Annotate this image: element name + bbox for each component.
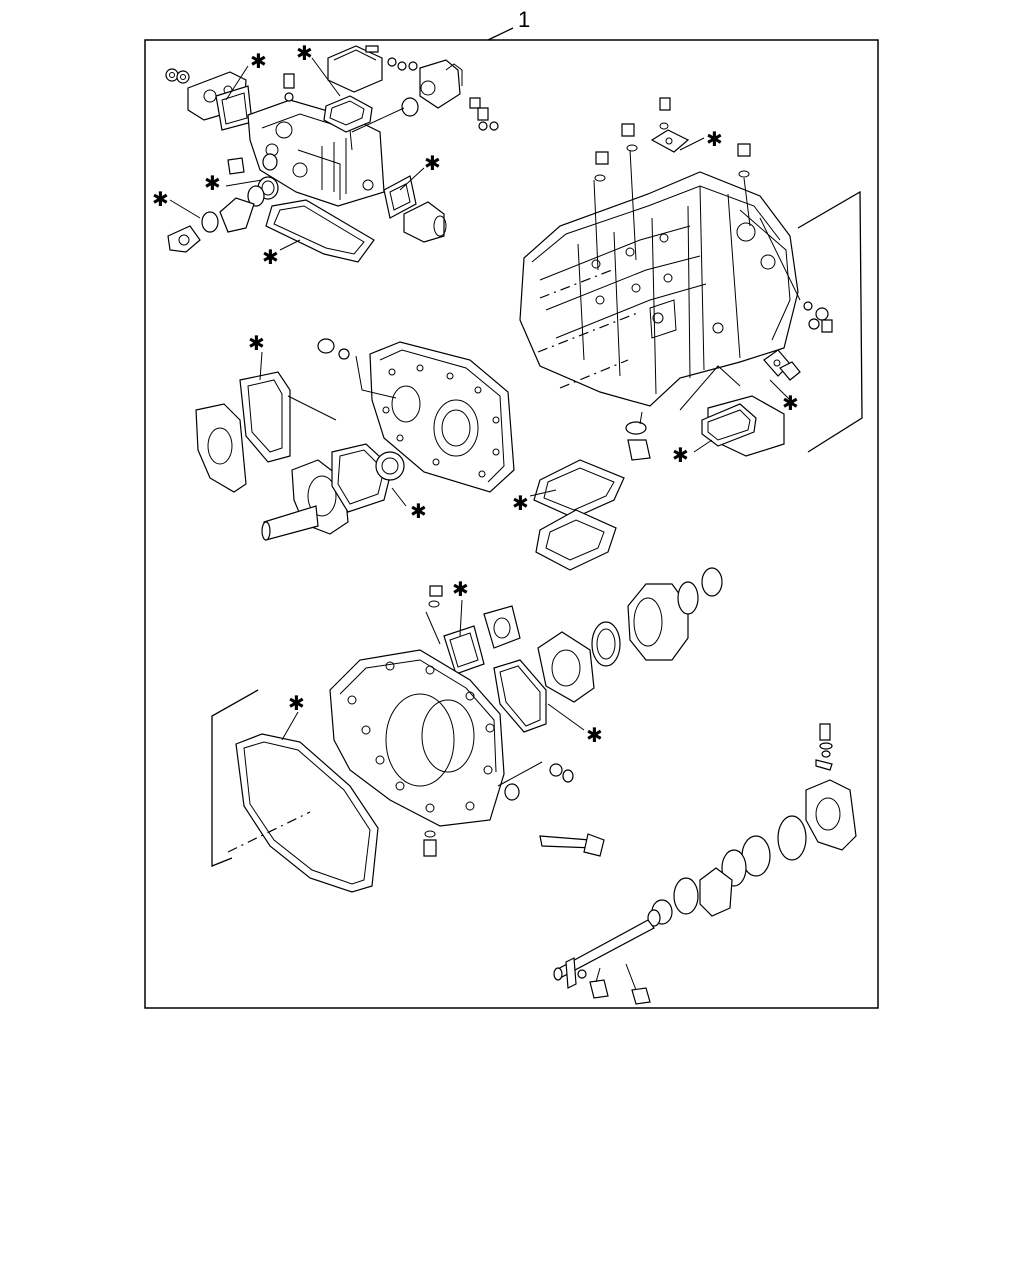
intermediate-plate-group (195, 338, 515, 541)
kit-marker: ✱ (204, 171, 221, 195)
center-line (537, 311, 641, 353)
kit-markers-top-right: ✱ ✱ ✱ (672, 127, 799, 467)
kit-marker: ✱ (586, 723, 603, 747)
diagram-frame (144, 39, 879, 1009)
kit-marker: ✱ (782, 391, 799, 415)
main-housing-group (519, 97, 863, 461)
shift-housing-group (165, 45, 499, 263)
kit-markers-lower: ✱ ✱ ✱ (288, 577, 603, 747)
callout-number: 1 (518, 7, 530, 32)
shift-cylinder-group (553, 723, 857, 1005)
kit-marker: ✱ (512, 491, 529, 515)
kit-markers-middle: ✱ ✱ (248, 331, 427, 523)
center-line (539, 269, 613, 299)
kit-marker: ✱ (296, 41, 313, 65)
kit-markers-top-left: ✱ ✱ ✱ ✱ ✱ ✱ (152, 41, 441, 269)
callout-leader (487, 27, 514, 41)
cover-gasket-group (529, 459, 625, 571)
kit-marker: ✱ (452, 577, 469, 601)
kit-marker: ✱ (706, 127, 723, 151)
kit-marker: ✱ (262, 245, 279, 269)
kit-marker: ✱ (672, 443, 689, 467)
kit-marker: ✱ (424, 151, 441, 175)
kit-marker: ✱ (410, 499, 427, 523)
kit-marker: ✱ (288, 691, 305, 715)
kit-markers-center: ✱ (512, 491, 529, 515)
rear-housing-group (211, 567, 723, 893)
kit-marker: ✱ (152, 187, 169, 211)
kit-marker: ✱ (248, 331, 265, 355)
kit-marker: ✱ (250, 49, 267, 73)
